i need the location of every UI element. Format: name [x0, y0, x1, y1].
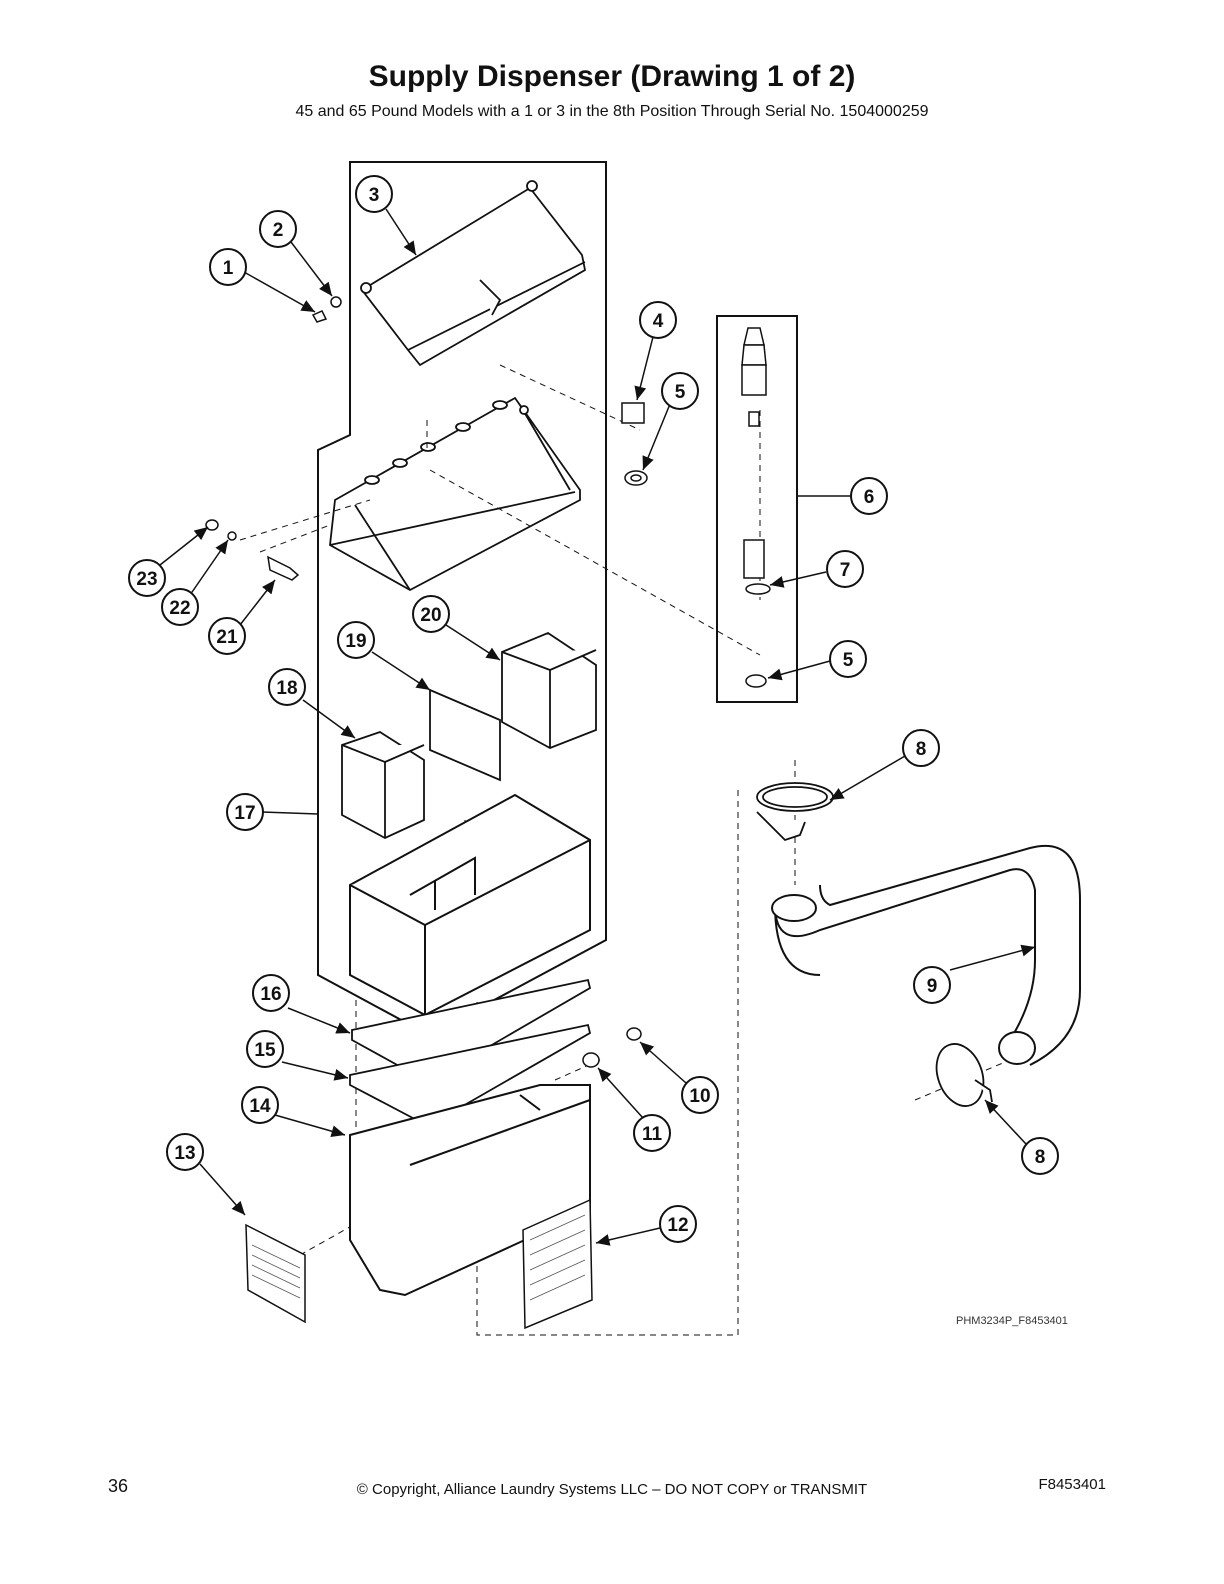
drain-hose [771, 844, 1081, 1066]
callout-17: 17 [234, 803, 255, 824]
callout-7: 7 [840, 560, 851, 581]
callout-18: 18 [276, 678, 297, 699]
plug-and-nut [621, 402, 648, 486]
callout-3: 3 [369, 185, 380, 206]
hose-barb-fitting [741, 327, 771, 688]
callout-12: 12 [667, 1215, 688, 1236]
callout-8-lower: 8 [1035, 1147, 1046, 1168]
dispenser-panel-outline [317, 161, 607, 1037]
main-bin [349, 793, 591, 1017]
callout-6: 6 [864, 487, 875, 508]
page-title: Supply Dispenser (Drawing 1 of 2) [368, 60, 856, 93]
warning-labels [245, 1198, 593, 1330]
valve-assembly-box [716, 315, 798, 703]
drawing-reference-code: PHM3234P_F8453401 [956, 1315, 1068, 1327]
callout-22: 22 [169, 598, 190, 619]
callout-8-upper: 8 [916, 739, 927, 760]
callout-14: 14 [249, 1096, 271, 1117]
callout-9: 9 [927, 976, 938, 997]
small-hardware [205, 296, 342, 581]
callout-10: 10 [689, 1086, 710, 1107]
nut-and-washer [582, 1027, 642, 1068]
callout-1: 1 [223, 258, 234, 279]
callout-16: 16 [260, 984, 281, 1005]
copyright-notice: © Copyright, Alliance Laundry Systems LL… [356, 1481, 868, 1498]
document-id: F8453401 [1038, 1476, 1106, 1493]
front-cover [349, 1084, 591, 1297]
callout-23: 23 [136, 569, 157, 590]
callout-15: 15 [254, 1040, 276, 1061]
callout-circles [128, 175, 1059, 1243]
dispenser-lid [360, 180, 587, 367]
callout-20: 20 [420, 605, 441, 626]
page-number: 36 [108, 1476, 129, 1496]
callout-21: 21 [216, 627, 238, 648]
page-subtitle: 45 and 65 Pound Models with a 1 or 3 in … [295, 103, 929, 120]
supply-cups [341, 631, 597, 840]
callout-5-lower: 5 [843, 650, 854, 671]
callout-5-upper: 5 [675, 382, 686, 403]
hose-clamps [756, 782, 993, 1107]
callout-19: 19 [345, 631, 366, 652]
trim-strips [349, 978, 592, 1128]
dispenser-manifold [329, 396, 581, 592]
callout-11: 11 [642, 1124, 663, 1145]
callout-13: 13 [174, 1143, 195, 1164]
callout-2: 2 [273, 220, 284, 241]
callout-4: 4 [653, 311, 664, 332]
